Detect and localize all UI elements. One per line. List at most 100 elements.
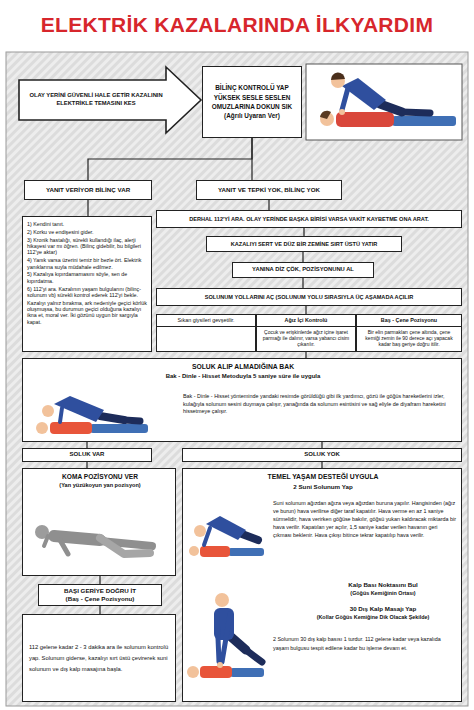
- rescuer-arm: [342, 88, 348, 110]
- node-text: (Kollar Göğüs Kemiğine Dik Olacak Şekild…: [283, 614, 463, 621]
- connector-line: [99, 576, 100, 584]
- node-text: 2 Suni Solunum Yap: [183, 483, 463, 491]
- process-box: KAZALIYI SERT VE DÜZ BİR ZEMİNE SIRT ÜST…: [206, 236, 402, 252]
- rescuer-arm: [222, 614, 230, 662]
- rescuer-head: [215, 593, 229, 607]
- note-box: 112 gelene kadar 2 - 3 dakika ara ile so…: [22, 614, 176, 702]
- node-text: YANIT VE TEPKİ YOK, BİLİNÇ YOK: [199, 186, 339, 194]
- process-box: SOLUNUM YOLLARINI AÇ (SOLUNUM YOLU SIRAS…: [156, 288, 462, 306]
- rescuer-thigh: [230, 636, 246, 650]
- node-text: SOLUK VAR: [24, 451, 150, 459]
- node-text: SOLUNUM YOLLARINI AÇ (SOLUNUM YOLU SIRAS…: [159, 294, 459, 301]
- node-text: SOLUK ALIP ALMADIĞINA BAK: [23, 363, 463, 371]
- connector-line: [251, 138, 252, 180]
- node-text: OLAY YERİNİ GÜVENLİ HALE GETİR KAZALININ…: [28, 92, 164, 107]
- node-text: (Yan yüzükoyun yan pozisyon): [23, 482, 177, 489]
- node-text: YANIT VERİYOR BİLİNÇ VAR: [27, 186, 149, 194]
- node-text: 2) Korku ve endişesini gider.: [27, 229, 147, 235]
- node-text: 2 Solunum 30 dış kalp basısı 1 turdur. 1…: [273, 635, 457, 652]
- victim-torso: [50, 422, 92, 434]
- victim-torso: [336, 112, 394, 127]
- node-text: 30 Dış Kalp Masajı Yap: [303, 605, 463, 613]
- rescuer-shin: [124, 420, 140, 421]
- figure-bent-leg: [100, 538, 150, 554]
- victim-legs: [230, 668, 264, 677]
- connector-line: [302, 278, 303, 288]
- process-box: KOMA POZİSYONU VER(Yan yüzükoyun yan poz…: [22, 468, 176, 576]
- process-box: BAŞI GERİYE DOĞRU İT(Baş - Çene Pozisyon…: [38, 584, 162, 606]
- node-text: (Göğüs Kemiğinin Ortası): [303, 590, 463, 597]
- node-text: Sıkan giysileri gevşetilir.: [157, 315, 255, 327]
- rescuer-hands: [217, 662, 223, 668]
- node-text: KOMA POZİSYONU VER: [23, 473, 177, 481]
- striped-panel: [6, 52, 468, 706]
- node-text: DERHAL 112'Yİ ARA. OLAY YERİNDE BAŞKA Bİ…: [159, 216, 459, 223]
- node-text: 3) Kronik hastalığı, sürekli kullandığı …: [27, 237, 147, 256]
- victim-head: [320, 112, 334, 126]
- connector-line: [268, 200, 269, 210]
- figure-leg: [100, 541, 152, 546]
- victim-torso: [200, 546, 230, 557]
- rescuer-arm: [217, 614, 219, 662]
- node-text: SOLUK YOK: [184, 451, 460, 459]
- rescuer-hair: [331, 72, 345, 80]
- column-box: Sıkan giysileri gevşetilir.: [156, 314, 256, 352]
- process-box: TEMEL YAŞAM DESTEĞİ UYGULA 2 Suni Solunum…: [182, 468, 462, 702]
- victim-head: [36, 422, 48, 434]
- rescuer-torso: [54, 396, 104, 422]
- rescuer-torso: [206, 516, 246, 540]
- node-text: Ağız İçi Kontrolü: [257, 315, 355, 327]
- node-text: Bir elin parmakları çene altında, çene k…: [357, 327, 461, 349]
- rescuer-hand: [339, 109, 345, 115]
- node-text: (Baş - Çene Pozisyonu): [41, 595, 159, 603]
- node-text: Çocuk ve erişkinlerde ağız içine işaret …: [257, 327, 355, 349]
- branch-box: YANIT VERİYOR BİLİNÇ VAR: [24, 180, 152, 200]
- process-box: BİLİNÇ KONTROLÜ YAP YÜKSEK SESLE SESLEN …: [202, 66, 302, 138]
- node-text: 1) Kendini tanıt.: [27, 221, 147, 227]
- rescuer-arm: [204, 528, 210, 545]
- node-text: 5) Kazalıya kıpırdamamasını söyle, sen d…: [27, 271, 147, 284]
- picture-frame: [306, 64, 462, 140]
- victim-hair: [320, 111, 331, 119]
- node-text: BAŞI GERİYE DOĞRU İT: [41, 587, 159, 595]
- node-text: Bak - Dinle - Hisset Metoduyla 5 saniye …: [23, 373, 463, 381]
- victim-torso: [200, 666, 232, 678]
- node-text: KAZALIYI SERT VE DÜZ BİR ZEMİNE SIRT ÜST…: [209, 241, 399, 248]
- rescuer-thigh: [100, 416, 124, 420]
- node-text: TEMEL YAŞAM DESTEĞİ UYGULA: [183, 473, 463, 481]
- node-text: 112 gelene kadar 2 - 3 dakika ara ile so…: [29, 642, 169, 675]
- node-text: Kalp Bası Noktasını Bul: [303, 581, 463, 589]
- rescuer-shin: [246, 650, 262, 662]
- branch-box: SOLUK YOK: [182, 448, 462, 462]
- rescuer-thigh: [242, 534, 258, 540]
- rescuer-thigh: [380, 104, 402, 112]
- node-text: 6) 112'yi ara. Kazalının yaşam bulguları…: [27, 286, 147, 299]
- poster-title: ELEKTRİK KAZALARINDA İLKYARDIM: [0, 13, 474, 37]
- column-box: Baş - Çene PozisyonuBir elin parmakları …: [356, 314, 462, 352]
- process-box: DERHAL 112'Yİ ARA. OLAY YERİNDE BAŞKA Bİ…: [156, 210, 462, 228]
- victim-legs: [392, 116, 456, 126]
- branch-box: YANIT VE TEPKİ YOK, BİLİNÇ YOK: [196, 180, 342, 200]
- figure-torso: [54, 536, 100, 540]
- rescuer-head: [42, 405, 54, 417]
- node-text: BİLİNÇ KONTROLÜ YAP YÜKSEK SESLE SESLEN …: [208, 83, 296, 120]
- node-text: 4) Yanık varsa üzerini temiz bir bezle ö…: [27, 257, 147, 270]
- connector-line: [305, 306, 306, 314]
- connector-line: [303, 228, 304, 236]
- rescuer-head: [194, 525, 206, 537]
- rescuer-arm: [60, 408, 62, 422]
- arrow-box: OLAY YERİNİ GÜVENLİ HALE GETİR KAZALININ…: [18, 66, 202, 134]
- rescuer-shin: [402, 112, 430, 113]
- figure-arm: [60, 540, 68, 554]
- node-text: Baş - Çene Pozisyonu: [357, 315, 461, 327]
- connector-line: [88, 138, 252, 180]
- connector-line: [99, 606, 100, 614]
- node-text: YANINA DİZ ÇÖK, POZİSYONUNU AL: [235, 266, 371, 273]
- rescuer-head: [331, 74, 345, 88]
- victim-head: [189, 546, 199, 556]
- figure-arm: [44, 536, 48, 546]
- connector-line: [87, 200, 88, 216]
- victim-legs: [90, 424, 148, 433]
